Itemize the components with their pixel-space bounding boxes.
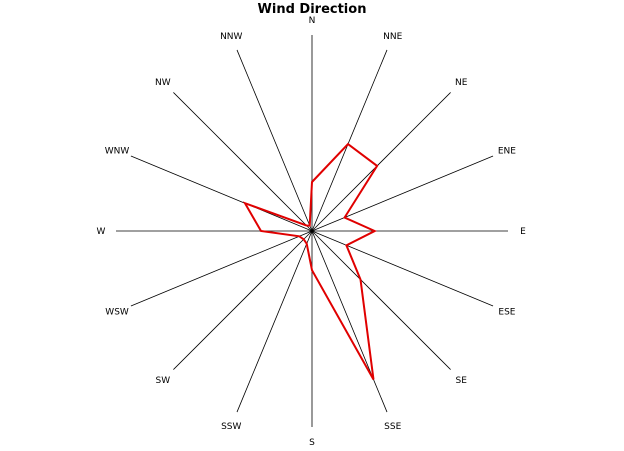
- label-wnw: WNW: [105, 146, 130, 156]
- label-sse: SSE: [384, 422, 401, 432]
- label-nnw: NNW: [220, 32, 242, 42]
- label-s: S: [309, 438, 315, 448]
- spoke-sw: [173, 230, 313, 370]
- spoke-ne: [311, 92, 451, 232]
- label-ene: ENE: [498, 146, 516, 156]
- chart-title: Wind Direction: [258, 2, 367, 17]
- label-nne: NNE: [383, 32, 402, 42]
- label-ssw: SSW: [221, 422, 241, 432]
- label-ese: ESE: [498, 308, 515, 318]
- spoke-se: [311, 230, 451, 370]
- label-e: E: [520, 227, 526, 237]
- label-n: N: [309, 16, 316, 26]
- spoke-wnw: [130, 155, 313, 232]
- spoke-nw: [173, 92, 313, 232]
- spoke-ene: [311, 155, 494, 232]
- spoke-sse: [311, 230, 388, 413]
- wind-direction-polygon: [242, 142, 379, 380]
- direction-labels: N NNE NE ENE E ESE SE SSE S SSW SW WSW W WNW NW NNW: [97, 16, 527, 448]
- label-nw: NW: [155, 78, 171, 88]
- label-sw: SW: [155, 376, 170, 386]
- spoke-wsw: [130, 230, 313, 307]
- label-wsw: WSW: [105, 308, 129, 318]
- label-se: SE: [455, 376, 467, 386]
- label-ne: NE: [455, 78, 468, 88]
- spoke-ssw: [236, 230, 313, 413]
- spoke-nnw: [236, 49, 313, 232]
- spoke-ese: [311, 230, 494, 307]
- direction-spokes: [116, 35, 508, 427]
- label-w: W: [97, 227, 106, 237]
- spoke-nne: [311, 49, 388, 232]
